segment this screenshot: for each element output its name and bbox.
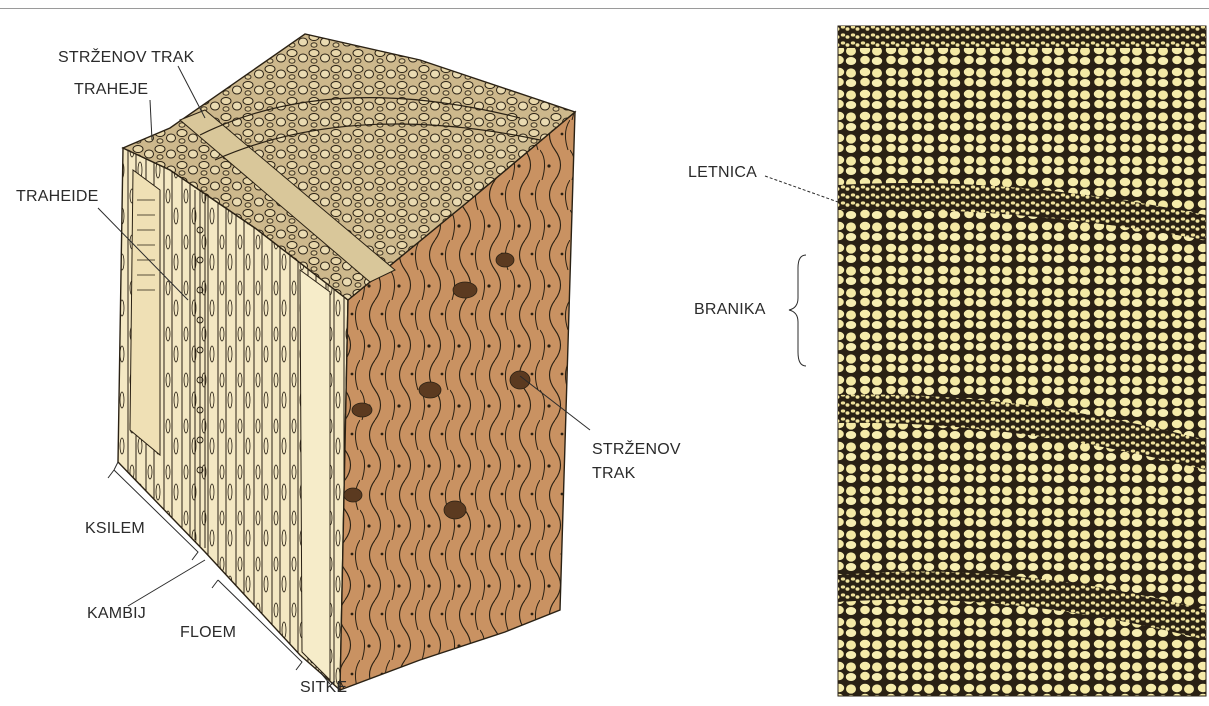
- label-letnica: LETNICA: [688, 163, 757, 183]
- wood-block-illustration: [118, 34, 575, 690]
- label-sitke: SITKE: [300, 678, 347, 698]
- label-kambij: KAMBIJ: [87, 604, 146, 624]
- label-branika: BRANIKA: [694, 300, 766, 320]
- label-traheide: TRAHEIDE: [16, 187, 99, 207]
- label-strzenov-right-2: TRAK: [592, 464, 635, 484]
- right-leader-lines: [765, 176, 838, 366]
- label-strzenov-trak-top: STRŽENOV TRAK: [58, 48, 195, 68]
- branika-brace: [789, 255, 806, 366]
- tracheid-strip: [130, 170, 160, 455]
- label-strzenov-right-1: STRŽENOV: [592, 440, 681, 460]
- label-ksilem: KSILEM: [85, 519, 145, 539]
- micro-section-panel: [838, 26, 1206, 696]
- label-traheje: TRAHEJE: [74, 80, 148, 100]
- label-floem: FLOEM: [180, 623, 236, 643]
